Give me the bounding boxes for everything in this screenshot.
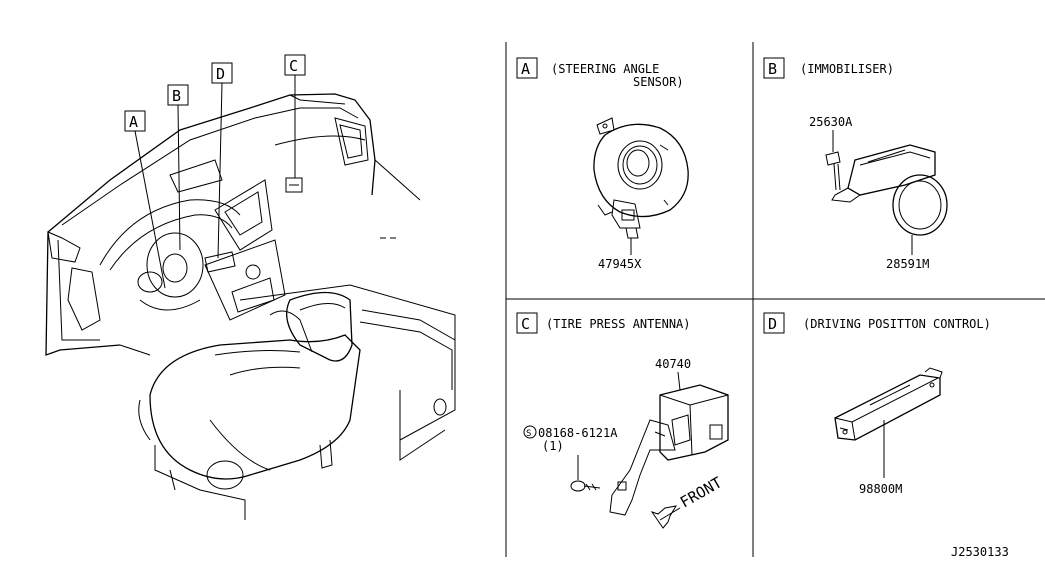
overview-callouts: A B D C <box>124 54 306 289</box>
panel-d-driving-position-control: D (DRIVING POSITTON CONTROL) 98800M <box>763 312 991 496</box>
panel-a-title: (STEERING ANGLE <box>551 62 659 76</box>
panel-grid <box>505 42 1045 557</box>
callout-a-label: A <box>129 113 138 131</box>
driving-position-control-module-illustration <box>834 367 943 441</box>
panel-a-title-line2: SENSOR) <box>633 75 684 89</box>
panel-c-tire-press-antenna: C (TIRE PRESS ANTENNA) 40740 S 08168-612… <box>516 312 729 529</box>
panel-c-letter: C <box>521 315 530 333</box>
steering-angle-sensor-illustration <box>593 117 689 239</box>
bolt-symbol-s: S <box>526 429 531 439</box>
panel-b-title: (IMMOBILISER) <box>800 62 894 76</box>
bolt-quantity-label: (1) <box>542 439 564 453</box>
part-28591m-label: 28591M <box>886 257 929 271</box>
part-25630a-label: 25630A <box>809 115 853 129</box>
panel-b-immobiliser: B (IMMOBILISER) 25630A 28591M <box>763 57 948 271</box>
immobiliser-illustration <box>825 144 948 236</box>
callout-b-label: B <box>172 87 181 105</box>
panel-a-letter: A <box>521 60 530 78</box>
part-47945x-label: 47945X <box>598 257 642 271</box>
part-40740-label: 40740 <box>655 357 691 371</box>
callout-c-label: C <box>289 57 298 75</box>
panel-d-letter: D <box>768 315 777 333</box>
diagram-id-label: J2530133 <box>951 545 1009 559</box>
panel-c-title: (TIRE PRESS ANTENNA) <box>546 317 691 331</box>
panel-d-title: (DRIVING POSITTON CONTROL) <box>803 317 991 331</box>
front-direction-label: FRONT <box>677 473 725 511</box>
front-arrow-icon <box>650 505 681 529</box>
tire-press-antenna-illustration <box>570 384 729 516</box>
dashboard-overview-illustration <box>45 93 456 520</box>
part-08168-6121a-label: 08168-6121A <box>538 426 618 440</box>
callout-d-label: D <box>216 65 225 83</box>
panel-a-steering-angle-sensor: A (STEERING ANGLE SENSOR) 47945X <box>516 57 689 271</box>
part-98800m-label: 98800M <box>859 482 902 496</box>
panel-b-letter: B <box>768 60 777 78</box>
